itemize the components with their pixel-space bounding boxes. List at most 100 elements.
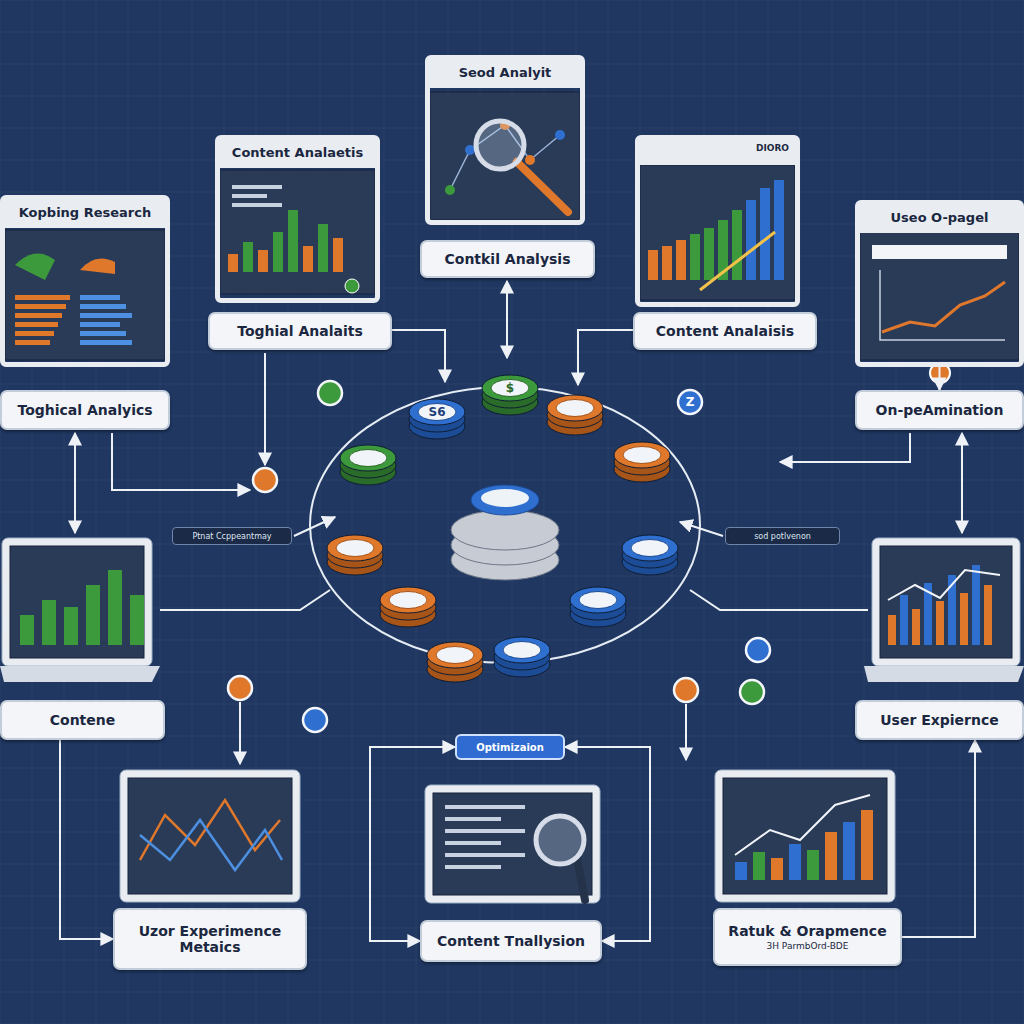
screen-frame xyxy=(872,538,1020,666)
coin xyxy=(547,395,603,421)
node-text: Content Analaetis xyxy=(220,140,375,168)
text-row xyxy=(232,185,282,189)
text-row xyxy=(445,829,525,833)
text-row xyxy=(232,194,267,198)
coin-face xyxy=(579,592,617,609)
network-dot xyxy=(465,145,475,155)
grid-line xyxy=(0,608,1024,609)
stripe xyxy=(80,304,126,309)
node-text: Contkil Analysis xyxy=(445,251,571,267)
screen-frame xyxy=(715,770,895,902)
stripe xyxy=(80,313,132,318)
chart-bar xyxy=(318,224,328,272)
grid-line xyxy=(928,0,929,1024)
node-text: Ptnat Ccppeantmay xyxy=(192,532,271,541)
leader-arrow xyxy=(690,590,868,610)
coin-face xyxy=(471,485,539,515)
chart-bar xyxy=(130,595,144,645)
coin-face xyxy=(436,647,474,664)
connector xyxy=(939,367,941,390)
leader-arrow xyxy=(392,330,445,382)
chart-bar xyxy=(108,570,122,645)
stripe xyxy=(15,340,50,345)
chart-bar xyxy=(807,850,819,880)
chart-bar xyxy=(936,601,944,645)
node-text: User Expiernce xyxy=(880,712,999,728)
chart-bar xyxy=(704,228,714,280)
leader-arrow xyxy=(239,702,241,764)
connector xyxy=(565,747,650,941)
stripe xyxy=(15,322,58,327)
screen-frame xyxy=(2,538,152,666)
label-box: User Expiernce xyxy=(855,700,1024,740)
connector xyxy=(902,740,975,937)
search-bar xyxy=(872,245,1007,259)
leader-arrow xyxy=(112,433,250,490)
chart-bar xyxy=(789,844,801,880)
chart-bar xyxy=(746,200,756,280)
icon-badge xyxy=(674,678,698,702)
callout-glyph: Z xyxy=(686,395,695,409)
node-text: Toghical Analyics xyxy=(17,402,152,418)
chart-bar xyxy=(676,240,686,280)
text-row xyxy=(445,853,525,857)
label-box: Toghical Analyics xyxy=(0,390,170,430)
icon-badge xyxy=(303,708,327,732)
stripe xyxy=(15,331,54,336)
label-box: Ratuk & Orapmence3H ParmbOrd-BDE xyxy=(713,908,902,966)
text-row xyxy=(445,841,501,845)
icon-badge xyxy=(228,676,252,700)
screen xyxy=(5,230,165,360)
coin xyxy=(570,587,626,613)
laptop-base xyxy=(864,666,1024,682)
leader-arrow xyxy=(74,433,76,533)
chart-line xyxy=(140,820,282,870)
coin-face xyxy=(503,642,541,659)
laptop-base xyxy=(0,666,160,682)
network-dot xyxy=(445,185,455,195)
label-box: Uzor Experimence Metaics xyxy=(113,908,307,970)
tag-pill: Ptnat Ccppeantmay xyxy=(172,527,292,545)
chart-bar xyxy=(912,609,920,645)
coin xyxy=(614,442,670,468)
icon-badge xyxy=(746,638,770,662)
coin xyxy=(409,399,465,425)
network-dot xyxy=(555,130,565,140)
tag-pill: sod potlvenon xyxy=(725,527,840,545)
magnifier-handle xyxy=(517,162,568,212)
node-text: Contene xyxy=(50,712,116,728)
coin xyxy=(327,535,383,561)
node-text: Seod Analyit xyxy=(430,60,580,88)
coin-face xyxy=(481,489,529,507)
coin xyxy=(427,642,483,668)
coin-face xyxy=(349,450,387,467)
callout-glyph: S6 xyxy=(429,405,446,419)
coin xyxy=(380,587,436,613)
chart-bar xyxy=(825,832,837,880)
icon-badge xyxy=(253,468,277,492)
coin-face xyxy=(491,380,529,397)
chart-bar xyxy=(64,607,78,645)
label-box: Toghial Analaits xyxy=(208,312,392,350)
chart-shape xyxy=(15,254,55,280)
chart-bar xyxy=(732,210,742,280)
chart-axis xyxy=(880,270,1005,340)
chart-line xyxy=(882,282,1005,332)
node-text: sod potlvenon xyxy=(754,532,811,541)
node-text: 3H ParmbOrd-BDE xyxy=(767,941,849,951)
chart-bar xyxy=(288,210,298,272)
illustration xyxy=(0,92,1024,903)
node-text: Kopbing Research xyxy=(5,200,165,228)
chart-line xyxy=(735,795,870,855)
grid-line xyxy=(960,0,961,1024)
coin-face xyxy=(336,540,374,557)
screen-panel: Content Analaetis xyxy=(215,135,380,303)
screen xyxy=(860,232,1019,360)
stripe xyxy=(80,331,126,336)
icon-badge xyxy=(318,381,342,405)
node-text: Toghial Analaits xyxy=(237,323,363,339)
label-box: On-peAmination xyxy=(855,390,1024,430)
coin-face xyxy=(623,447,661,464)
